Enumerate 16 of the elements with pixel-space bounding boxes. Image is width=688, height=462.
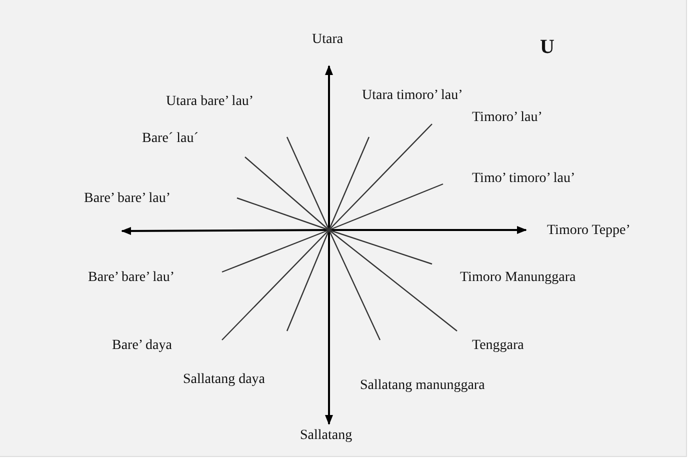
- direction-label: Timoro Manunggara: [460, 270, 576, 286]
- direction-label: Bare’ bare’ lau’: [88, 270, 175, 286]
- direction-label: Timo’ timoro’ lau’: [472, 171, 576, 187]
- direction-label: Timoro Teppe’: [547, 223, 630, 239]
- direction-label: Bare´ lau´: [142, 131, 198, 147]
- direction-label: Tenggara: [472, 338, 524, 354]
- direction-label: Sallatang: [300, 428, 352, 444]
- direction-label: Sallatang daya: [183, 372, 266, 388]
- direction-label: Utara bare’ lau’: [166, 94, 254, 110]
- direction-label: Timoro’ lau’: [472, 110, 542, 126]
- direction-label: Utara: [312, 32, 344, 48]
- direction-label: Sallatang manunggara: [360, 378, 485, 394]
- direction-label: Bare’ bare’ lau’: [84, 191, 171, 207]
- direction-label: Bare’ daya: [112, 338, 172, 354]
- direction-label: Utara timoro’ lau’: [362, 88, 463, 104]
- compass-letter: U: [540, 36, 554, 58]
